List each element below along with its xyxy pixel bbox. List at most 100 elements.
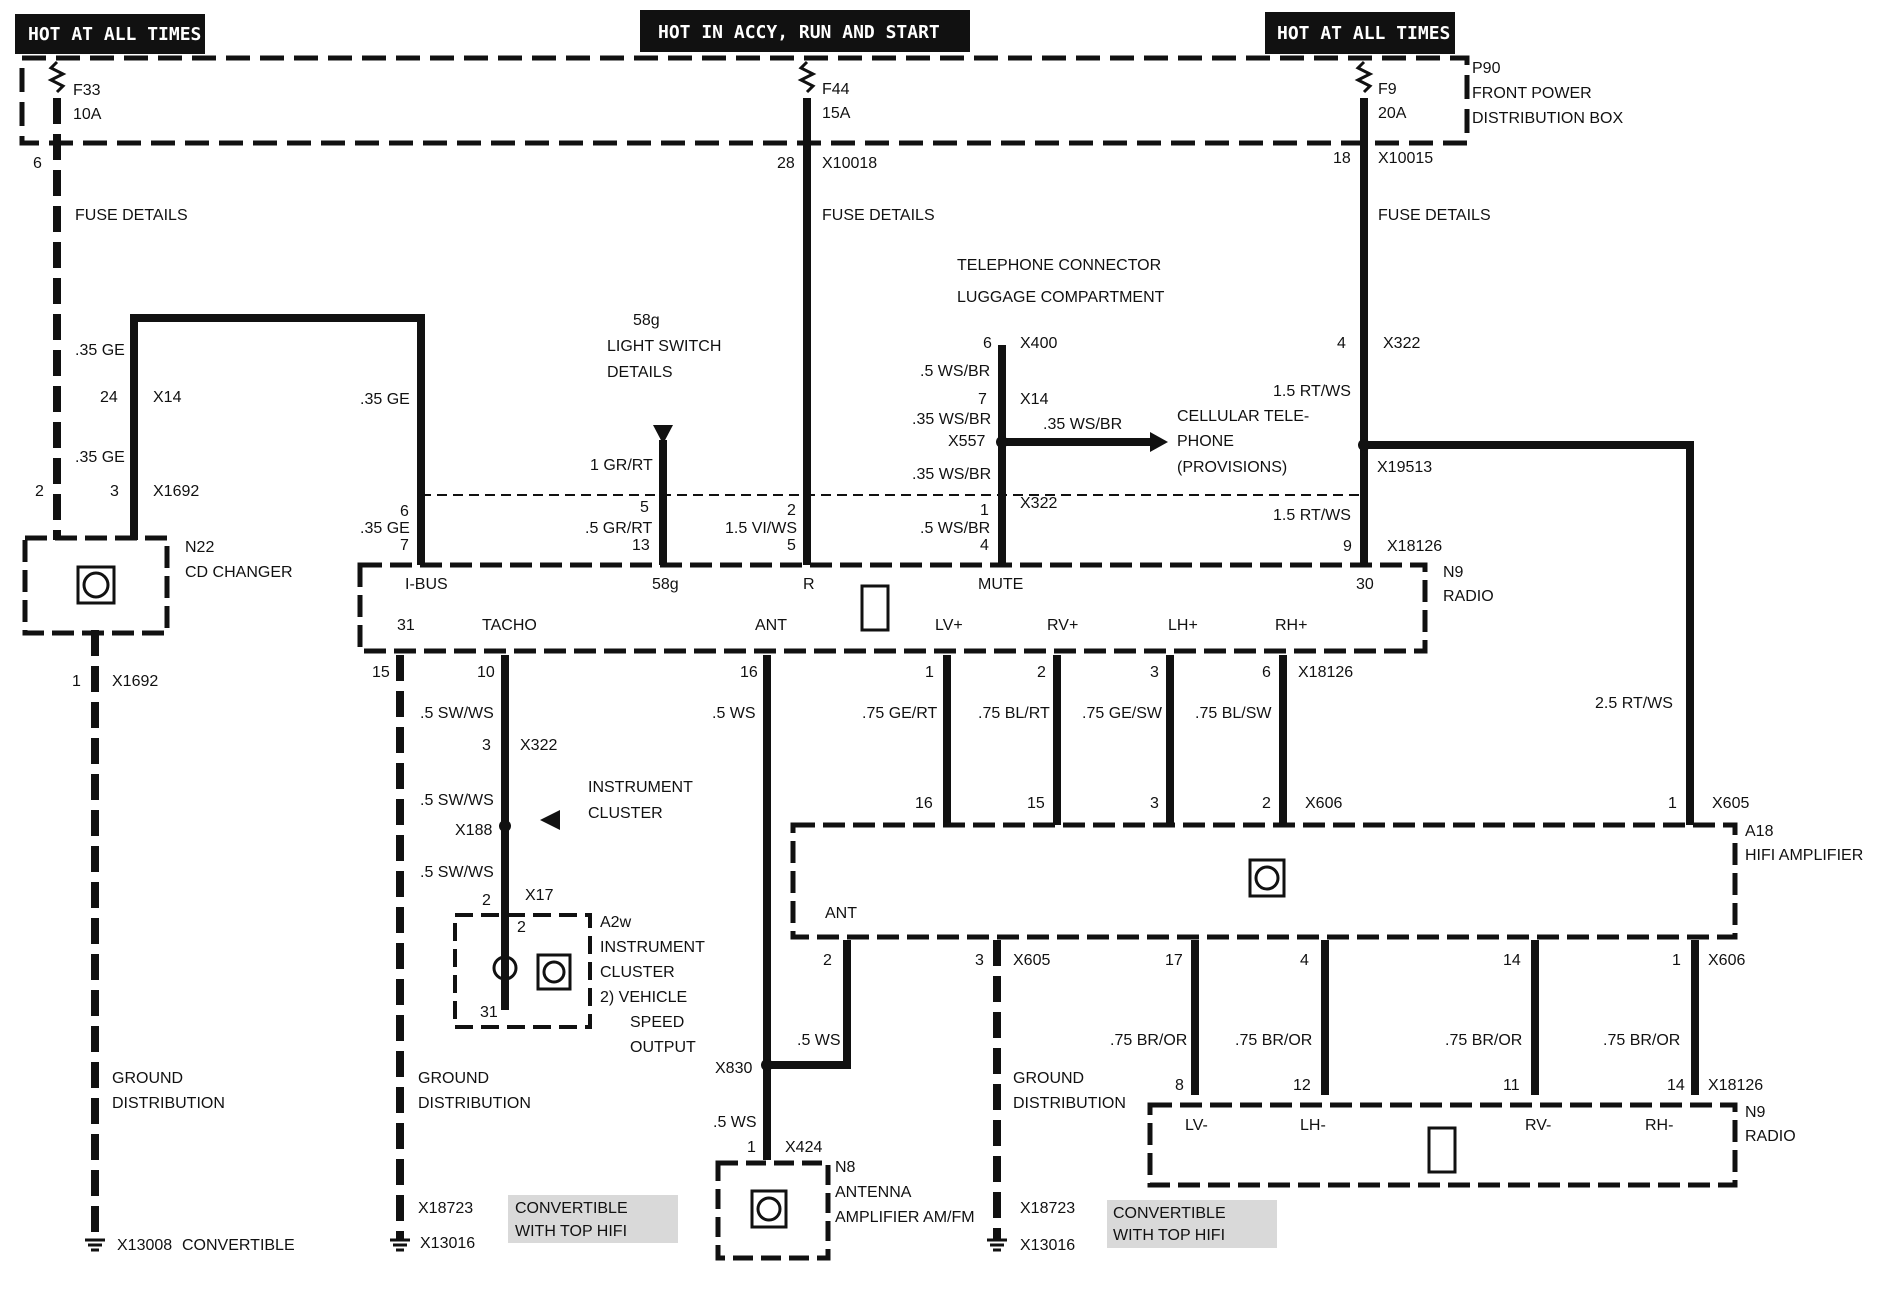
diagram-label: 2 <box>482 892 491 909</box>
diagram-label: 11 <box>1503 1077 1520 1094</box>
radio-bottom-box <box>1147 1102 1738 1188</box>
diagram-label: 2 <box>787 502 796 519</box>
diagram-label: RV- <box>1525 1117 1551 1134</box>
diagram-label: 2 <box>517 919 526 936</box>
diagram-label: 1.5 RT/WS <box>1273 383 1351 400</box>
cd-changer-icon <box>76 565 116 605</box>
radio-bottom-name: RADIO <box>1745 1128 1796 1145</box>
diagram-label: X400 <box>1020 335 1057 352</box>
diagram-label: 1.5 VI/WS <box>725 520 797 537</box>
diagram-label: N8 <box>835 1159 856 1176</box>
diagram-label: 3 <box>1150 795 1159 812</box>
pdb-line1: FRONT POWER <box>1472 85 1592 102</box>
diagram-label: 3 <box>1150 664 1159 681</box>
cluster-arrow-icon <box>540 810 560 830</box>
diagram-label: X557 <box>948 433 985 450</box>
diagram-label: .5 SW/WS <box>420 864 494 881</box>
radio-code: N9 <box>1443 564 1464 581</box>
diagram-label: 3 <box>975 952 984 969</box>
diagram-label: .35 GE <box>360 520 410 537</box>
diagram-label: .5 WS <box>712 705 756 722</box>
cellular-arrow-icon <box>1150 432 1168 452</box>
diagram-label: X322 <box>520 737 557 754</box>
hifi-name: HIFI AMPLIFIER <box>1745 847 1863 864</box>
diagram-label: 6 <box>1262 664 1271 681</box>
fuse-f33: F33 10A <box>47 60 102 123</box>
diagram-label: 17 <box>1165 952 1183 969</box>
diagram-label: OUTPUT <box>630 1039 696 1056</box>
diagram-label: GROUND <box>112 1070 183 1087</box>
cd-changer-name: CD CHANGER <box>185 564 293 581</box>
diagram-label: RH+ <box>1275 617 1307 634</box>
diagram-label: TACHO <box>482 617 537 634</box>
diagram-label: CONVERTIBLE <box>1113 1205 1226 1222</box>
diagram-label: DISTRIBUTION <box>418 1095 531 1112</box>
diagram-label: X605 <box>1712 795 1749 812</box>
svg-text:15A: 15A <box>822 105 851 122</box>
junction-dots <box>499 436 1370 1071</box>
header-box-right <box>1265 12 1455 54</box>
diagram-label: X605 <box>1013 952 1050 969</box>
light-switch-arrow-icon <box>653 425 673 444</box>
diagram-label: 15 <box>1027 795 1045 812</box>
diagram-label: ANT <box>825 905 857 922</box>
diagram-label: X18126 <box>1387 538 1442 555</box>
diagram-label: 14 <box>1667 1077 1685 1094</box>
diagram-label: 2) VEHICLE <box>600 989 687 1006</box>
diagram-label: X17 <box>525 887 554 904</box>
diagram-label: FUSE DETAILS <box>822 207 935 224</box>
diagram-label: 1 <box>925 664 934 681</box>
diagram-label: LUGGAGE COMPARTMENT <box>957 289 1165 306</box>
svg-text:10A: 10A <box>73 106 102 123</box>
diagram-label: 2 <box>1262 795 1271 812</box>
diagram-label: X322 <box>1383 335 1420 352</box>
diagram-label: .75 BL/SW <box>1195 705 1272 722</box>
diagram-label: LV+ <box>935 617 963 634</box>
diagram-label: X10015 <box>1378 150 1433 167</box>
diagram-label: .35 WS/BR <box>912 411 991 428</box>
diagram-label: DISTRIBUTION <box>112 1095 225 1112</box>
antenna-amplifier-box <box>715 1160 831 1261</box>
diagram-label: 9 <box>1343 538 1352 555</box>
diagram-label: 24 <box>100 389 118 406</box>
diagram-label: MUTE <box>978 576 1023 593</box>
diagram-label: CLUSTER <box>600 964 675 981</box>
diagram-label: .35 WS/BR <box>1043 416 1122 433</box>
header-box-left <box>15 14 205 54</box>
diagram-label: 18 <box>1333 150 1351 167</box>
antenna-amplifier-icon <box>750 1189 788 1229</box>
diagram-label: .5 WS/BR <box>920 363 990 380</box>
header-left: HOT AT ALL TIMES <box>28 24 201 45</box>
diagram-label: A2w <box>600 914 632 931</box>
header-center: HOT IN ACCY, RUN AND START <box>658 22 940 43</box>
diagram-label: TELEPHONE CONNECTOR <box>957 257 1161 274</box>
diagram-label: GROUND <box>1013 1070 1084 1087</box>
cd-changer-code: N22 <box>185 539 214 556</box>
svg-text:20A: 20A <box>1378 105 1407 122</box>
fuse-f9: F9 20A <box>1354 60 1407 122</box>
diagram-label: SPEED <box>630 1014 684 1031</box>
diagram-label: 16 <box>915 795 933 812</box>
diagram-label: 15 <box>372 664 390 681</box>
diagram-label: R <box>803 576 815 593</box>
diagram-label: ANT <box>755 617 787 634</box>
diagram-label: .75 BR/OR <box>1110 1032 1187 1049</box>
diagram-label: LH- <box>1300 1117 1326 1134</box>
power-headers: HOT AT ALL TIMES HOT IN ACCY, RUN AND ST… <box>15 10 1455 54</box>
diagram-label: 8 <box>1175 1077 1184 1094</box>
power-distribution-box <box>19 55 1470 146</box>
diagram-label: ANTENNA <box>835 1184 912 1201</box>
wires <box>53 98 1699 1240</box>
radio-bottom-icon <box>1427 1126 1457 1174</box>
note-box-2 <box>1107 1200 1277 1248</box>
diagram-label: RV+ <box>1047 617 1078 634</box>
instrument-cluster-box <box>453 913 592 1029</box>
diagram-label: 6 <box>983 335 992 352</box>
instrument-cluster-icon <box>492 953 572 991</box>
radio-bottom-code: N9 <box>1745 1104 1766 1121</box>
diagram-label: 1 <box>747 1139 756 1156</box>
radio-box <box>357 562 1428 654</box>
diagram-label: X19513 <box>1377 459 1432 476</box>
diagram-label: .5 GR/RT <box>585 520 653 537</box>
